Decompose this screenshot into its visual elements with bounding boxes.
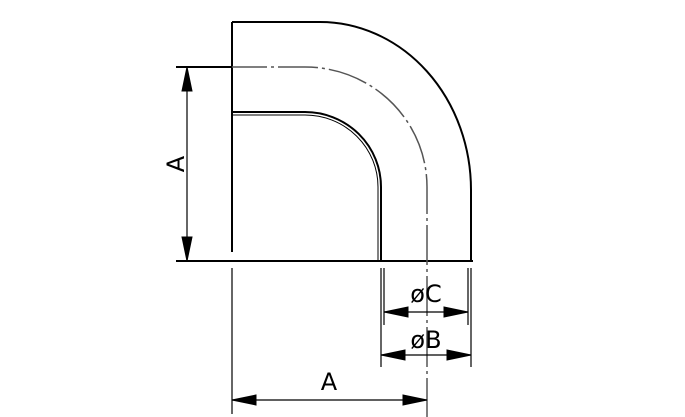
elbow-body [176,21,473,262]
label-horizontal-a: A [321,368,338,396]
diameter-symbol-icon: ø [410,280,425,308]
dimension-diameter-c [383,306,469,318]
dimension-horizontal-a [231,394,428,406]
label-diameter-c: øC [410,280,441,308]
extension-lines [231,268,472,414]
label-vertical-a: A [162,155,190,172]
label-diameter-b: øB [410,326,441,354]
dimension-diameter-b [380,349,472,361]
centerline [176,66,428,417]
diameter-symbol-icon: ø [410,326,425,354]
dimension-vertical-a [176,66,232,262]
